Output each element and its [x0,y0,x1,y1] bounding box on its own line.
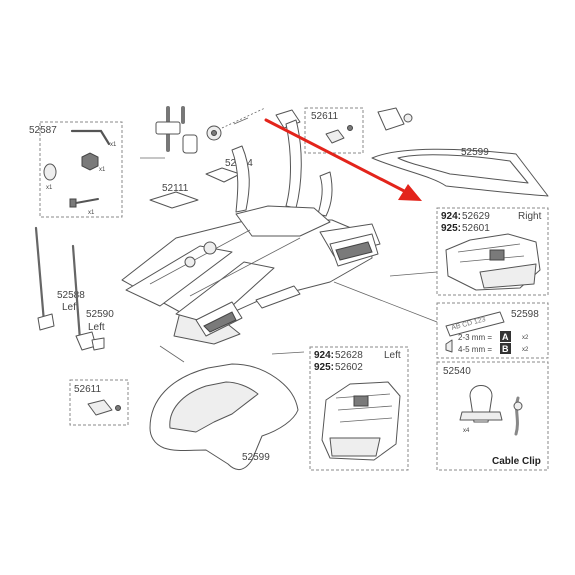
part-label-52111: 52111 [162,183,189,194]
part-52599-top: 52599 [371,147,549,197]
size-b-badge [500,343,511,354]
allen-key-icon [70,129,111,146]
svg-text:52629: 52629 [462,211,490,222]
svg-text:925:: 925: [314,362,334,373]
svg-text:52588: 52588 [57,290,85,301]
size-a-badge [500,331,511,342]
toolkit-group: 52587 x1 x1 x1 x1 [29,121,123,218]
svg-text:52601: 52601 [462,223,490,234]
svg-text:x2: x2 [522,347,529,353]
svg-text:2-3 mm =: 2-3 mm = [458,333,492,342]
red-pointer-arrow [264,118,422,201]
svg-text:52611: 52611 [311,111,339,122]
part-52590-left-rod: 52590 Left [71,244,114,351]
part-52374 [205,167,241,183]
part-52611-left: 52611 [69,379,129,426]
svg-text:52628: 52628 [335,350,363,361]
svg-text:4-5 mm =: 4-5 mm = [458,345,492,354]
nut-icon [81,152,99,171]
svg-text:52611: 52611 [74,384,102,395]
svg-text:A: A [502,332,509,342]
right-wheel-holder-box: 924: 52629 Right 925: 52601 [436,207,549,296]
svg-text:x4: x4 [463,428,470,434]
carrier-assembly [121,119,381,345]
svg-text:52540: 52540 [443,366,471,377]
part-52599-bottom: 52599 [149,363,299,470]
svg-text:924:: 924: [314,350,334,361]
svg-text:Right: Right [518,211,542,222]
svg-text:x1: x1 [99,167,106,173]
svg-text:Left: Left [88,322,105,333]
svg-text:52598: 52598 [511,309,539,320]
part-52598-box: 52598 AB CD 123 2-3 mm = A x2 4-5 mm = B… [436,302,549,359]
svg-text:925:: 925: [441,223,461,234]
part-52540-box: 52540 x4 Cable Clip [436,361,549,471]
svg-text:924:: 924: [441,211,461,222]
svg-text:52602: 52602 [335,362,363,373]
spacer-icon [43,163,57,181]
part-label-52587: 52587 [29,125,57,136]
svg-text:Left: Left [62,302,79,313]
svg-text:Left: Left [384,350,401,361]
svg-text:52599: 52599 [461,147,489,158]
mounting-hardware-group [140,106,266,159]
cable-clip-icon [459,385,523,436]
toolkit-box [39,121,123,218]
svg-text:B: B [502,344,509,354]
svg-text:x1: x1 [46,185,53,191]
svg-text:52590: 52590 [86,309,114,320]
screw-icon [69,198,99,208]
svg-text:Cable Clip: Cable Clip [492,456,541,467]
svg-text:x1: x1 [88,210,95,216]
lock-cap-icon [325,125,353,144]
left-wheel-holder-part [321,381,401,461]
left-wheel-holder-box: 924: 52628 Left 925: 52602 [309,346,409,471]
svg-text:52599: 52599 [242,452,270,463]
part-52588-left-rod: 52588 Left [34,226,85,331]
svg-text:x1: x1 [110,142,117,148]
part-52111 [149,191,199,209]
leader-lines [159,271,438,363]
right-wheel-holder-part [445,233,541,291]
svg-text:x2: x2 [522,335,529,341]
